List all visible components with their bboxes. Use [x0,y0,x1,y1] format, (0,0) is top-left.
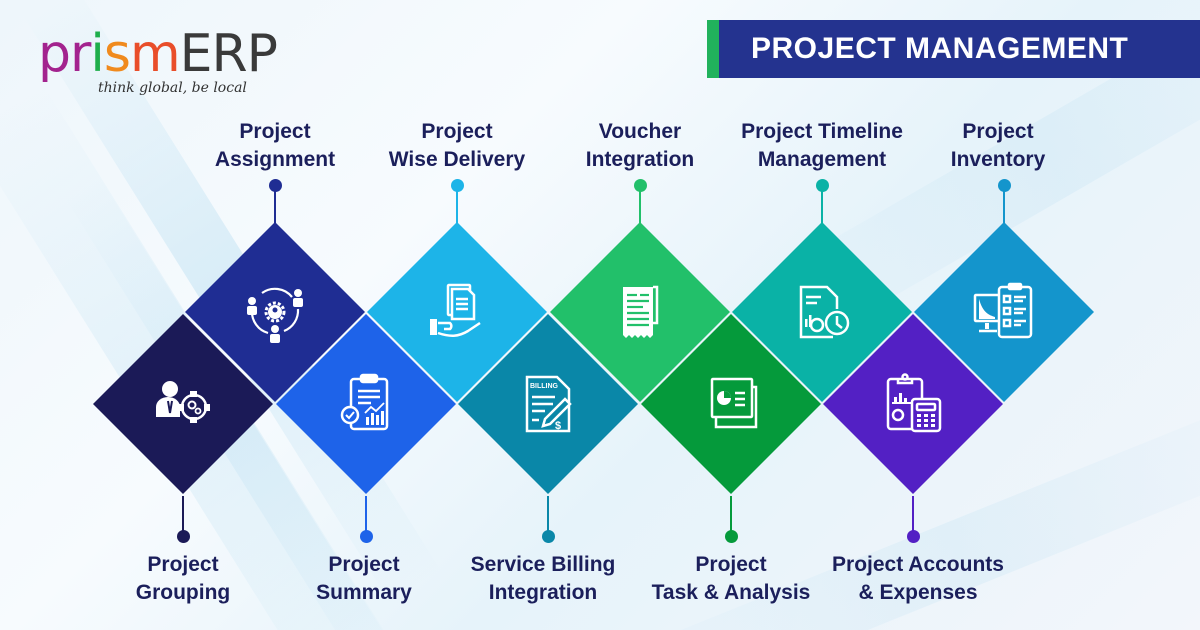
connector-dot [998,179,1011,192]
label-line: Voucher [598,120,682,143]
monitor-checklist-icon [973,282,1033,339]
connector-dot [451,179,464,192]
document-clock-icon [799,285,850,339]
connector-dot [907,530,920,543]
label-line: Wise Delivery [388,148,526,171]
feature-label-project-summary: Project Summary [254,551,474,607]
logo-tagline: think global, be local [98,80,247,96]
receipt-icon [623,285,659,338]
connector-dot [360,530,373,543]
feature-tile-project-assignment[interactable] [185,222,365,402]
connector-line [912,496,914,532]
label-line: Project [147,553,219,576]
brand-logo: prismERP think global, be local [38,24,278,100]
feature-label-project-accounts-expenses: Project Accounts & Expenses [808,551,1028,607]
label-line: Project [695,553,767,576]
connector-line [456,188,458,224]
label-line: Grouping [135,581,231,604]
hand-document-icon [430,283,481,337]
connector-dot [542,530,555,543]
connector-line [274,188,276,224]
feature-tile-project-accounts-expenses[interactable] [823,314,1003,494]
label-line: Summary [316,581,412,604]
logo-wordmark: prismERP [38,24,278,84]
connector-line [365,496,367,532]
feature-tile-voucher-integration[interactable] [550,222,730,402]
logo-part: i [90,24,104,84]
label-line: Project Timeline [741,120,903,143]
label-line: & Expenses [858,581,978,604]
feature-label-project-task-analysis: Project Task & Analysis [621,551,841,607]
label-line: Integration [585,148,695,171]
connector-line [639,188,641,224]
label-line: Inventory [950,148,1046,171]
feature-tile-project-grouping[interactable] [93,314,273,494]
label-line: Project Accounts [832,553,1004,576]
diamond-shape [732,222,912,402]
person-network-icon [156,381,210,423]
feature-label-project-assignment: Project Assignment [165,118,385,174]
connector-dot [816,179,829,192]
label-line: Integration [488,581,598,604]
svg-text:BILLING: BILLING [530,383,559,390]
feature-tile-project-task-analysis[interactable] [641,314,821,494]
feature-label-voucher-integration: Voucher Integration [530,118,750,174]
connector-line [821,188,823,224]
label-line: Assignment [214,148,336,171]
connector-dot [725,530,738,543]
title-banner: PROJECT MANAGEMENT [707,20,1200,78]
connector-line [547,496,549,532]
connector-line [1003,188,1005,224]
connector-dot [269,179,282,192]
feature-label-project-inventory: Project Inventory [888,118,1108,174]
team-gear-cycle-icon [247,287,303,343]
connector-line [182,496,184,532]
logo-part: pr [38,24,91,84]
feature-label-service-billing-integration: Service Billing Integration [433,551,653,607]
feature-tile-project-timeline-management[interactable] [732,222,912,402]
logo-part: s [103,24,131,84]
label-line: Service Billing [470,553,616,576]
feature-tile-service-billing-integration[interactable]: BILLING $ [458,314,638,494]
feature-tile-project-wise-delivery[interactable] [367,222,547,402]
label-line: Project [421,120,493,143]
presentation-pie-icon [710,377,758,429]
logo-part: m [129,24,181,84]
label-line: Project [239,120,311,143]
feature-label-project-wise-delivery: Project Wise Delivery [347,118,567,174]
feature-label-project-timeline-management: Project Timeline Management [712,118,932,174]
feature-tile-project-inventory[interactable] [914,222,1094,402]
svg-text:$: $ [555,420,561,432]
feature-tile-project-summary[interactable] [276,314,456,494]
connector-dot [177,530,190,543]
clipboard-chart-icon [340,373,389,431]
billing-document-icon: BILLING $ [525,375,572,433]
logo-part: ERP [179,24,278,84]
diamond-shape [641,314,821,494]
feature-label-project-grouping: Project Grouping [73,551,293,607]
label-line: Project [962,120,1034,143]
label-line: Task & Analysis [651,581,811,604]
clipboard-calculator-icon [886,373,942,433]
label-line: Project [328,553,400,576]
page-title: PROJECT MANAGEMENT [751,32,1129,65]
connector-dot [634,179,647,192]
connector-line [730,496,732,532]
label-line: Management [757,148,887,171]
